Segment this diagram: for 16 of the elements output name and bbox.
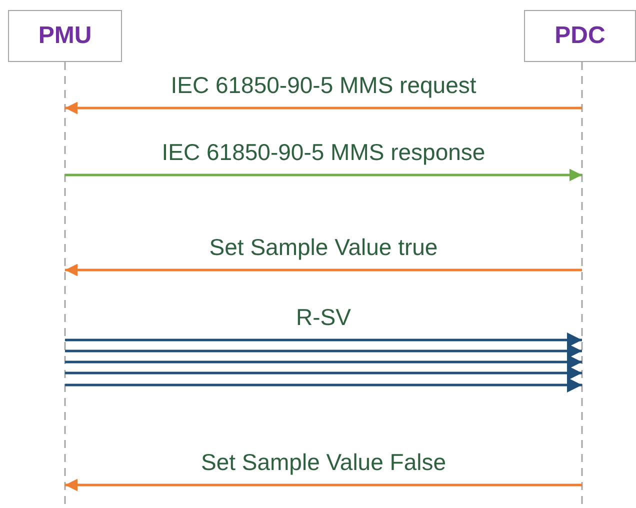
participant-box: PDC — [524, 10, 636, 62]
message-arrow — [65, 168, 582, 182]
message-arrow — [65, 344, 582, 358]
message-arrow — [65, 354, 582, 370]
message-arrow — [65, 378, 582, 392]
message-arrow — [65, 332, 582, 348]
message-arrow — [65, 478, 582, 492]
message-label: Set Sample Value False — [200, 449, 446, 476]
message-arrow — [65, 264, 582, 276]
message-arrow — [65, 366, 582, 380]
message-label: R-SV — [296, 304, 351, 331]
message-label: IEC 61850-90-5 MMS request — [170, 72, 476, 99]
message-label: Set Sample Value true — [209, 234, 438, 261]
participant-box: PMU — [8, 10, 122, 62]
message-arrow — [65, 102, 582, 114]
message-label: IEC 61850-90-5 MMS response — [162, 139, 486, 166]
